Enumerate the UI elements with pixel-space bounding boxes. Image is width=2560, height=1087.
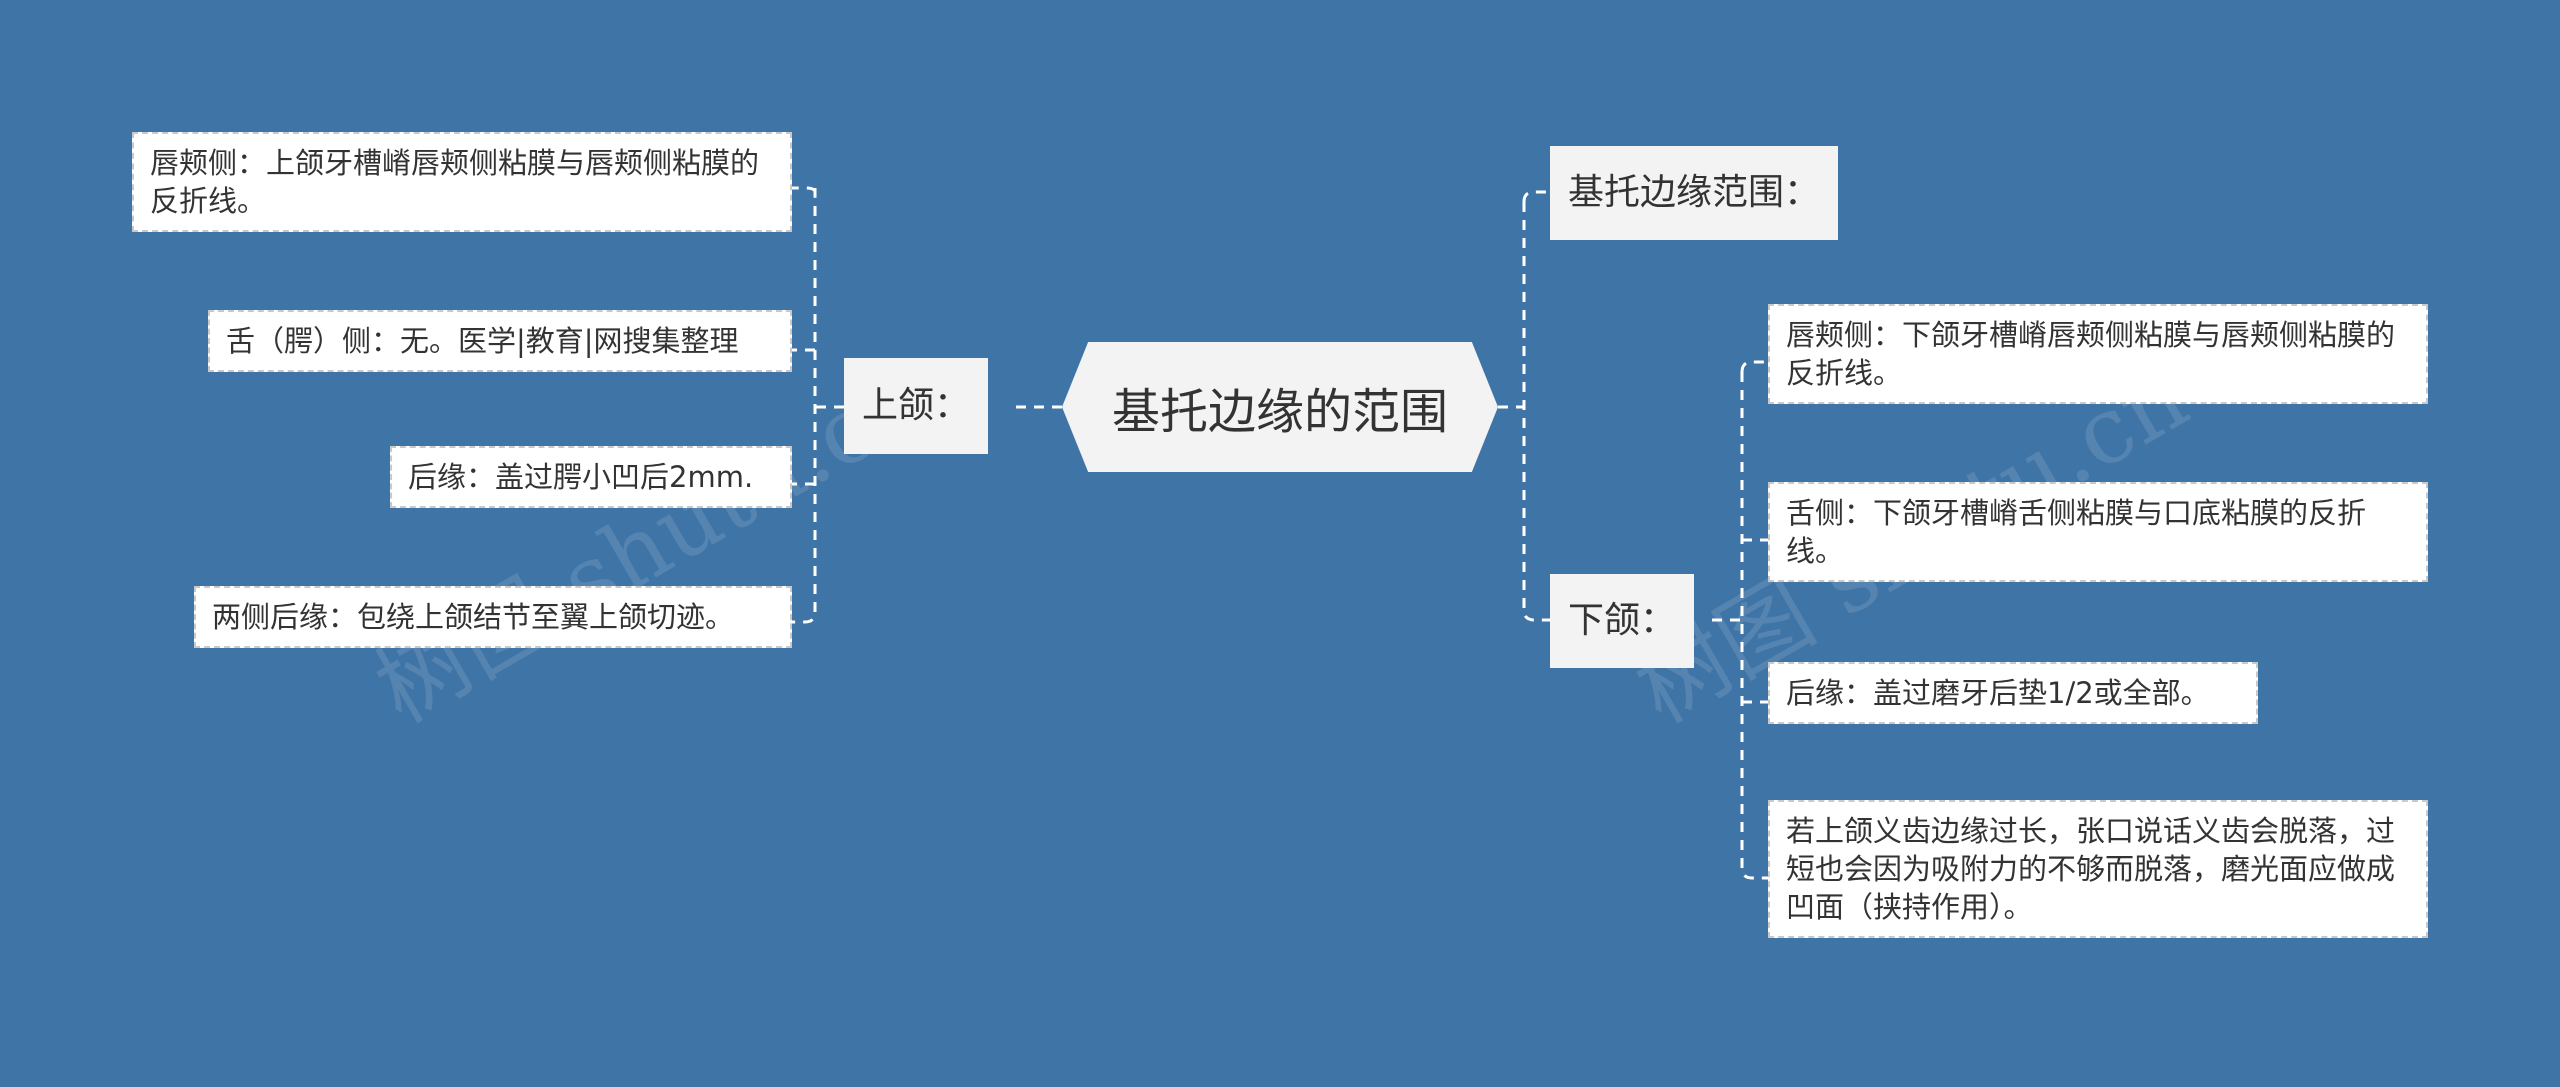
branch-range[interactable]: 基托边缘范围： xyxy=(1550,146,1839,240)
upper-child-palatal[interactable]: 舌（腭）侧：无。医学|教育|网搜集整理 xyxy=(208,310,792,372)
lower-child-note[interactable]: 若上颌义齿边缘过长，张口说话义齿会脱落，过短也会因为吸附力的不够而脱落，磨光面应… xyxy=(1768,800,2428,938)
connector-range xyxy=(1522,190,1550,203)
upper-child-labial[interactable]: 唇颊侧：上颌牙槽嵴唇颊侧粘膜与唇颊侧粘膜的反折线。 xyxy=(132,132,792,232)
branch-lower[interactable]: 下颌： xyxy=(1550,574,1695,668)
connector-upper-child-1 xyxy=(792,186,817,193)
upper-child-posterior[interactable]: 后缘：盖过腭小凹后2mm. xyxy=(390,446,792,508)
lower-child-lingual[interactable]: 舌侧：下颌牙槽嵴舌侧粘膜与口底粘膜的反折线。 xyxy=(1768,482,2428,582)
connector-lower xyxy=(1522,202,1550,622)
connector-upper-trunk xyxy=(792,188,817,624)
upper-child-lateral[interactable]: 两侧后缘：包绕上颌结节至翼上颌切迹。 xyxy=(194,586,792,648)
lower-child-posterior[interactable]: 后缘：盖过磨牙后垫1/2或全部。 xyxy=(1768,662,2258,724)
connector-lower-trunk xyxy=(1740,360,1768,880)
branch-upper[interactable]: 上颌： xyxy=(844,358,989,454)
lower-child-labial[interactable]: 唇颊侧：下颌牙槽嵴唇颊侧粘膜与唇颊侧粘膜的反折线。 xyxy=(1768,304,2428,404)
root-topic[interactable]: 基托边缘的范围 xyxy=(1062,342,1498,472)
